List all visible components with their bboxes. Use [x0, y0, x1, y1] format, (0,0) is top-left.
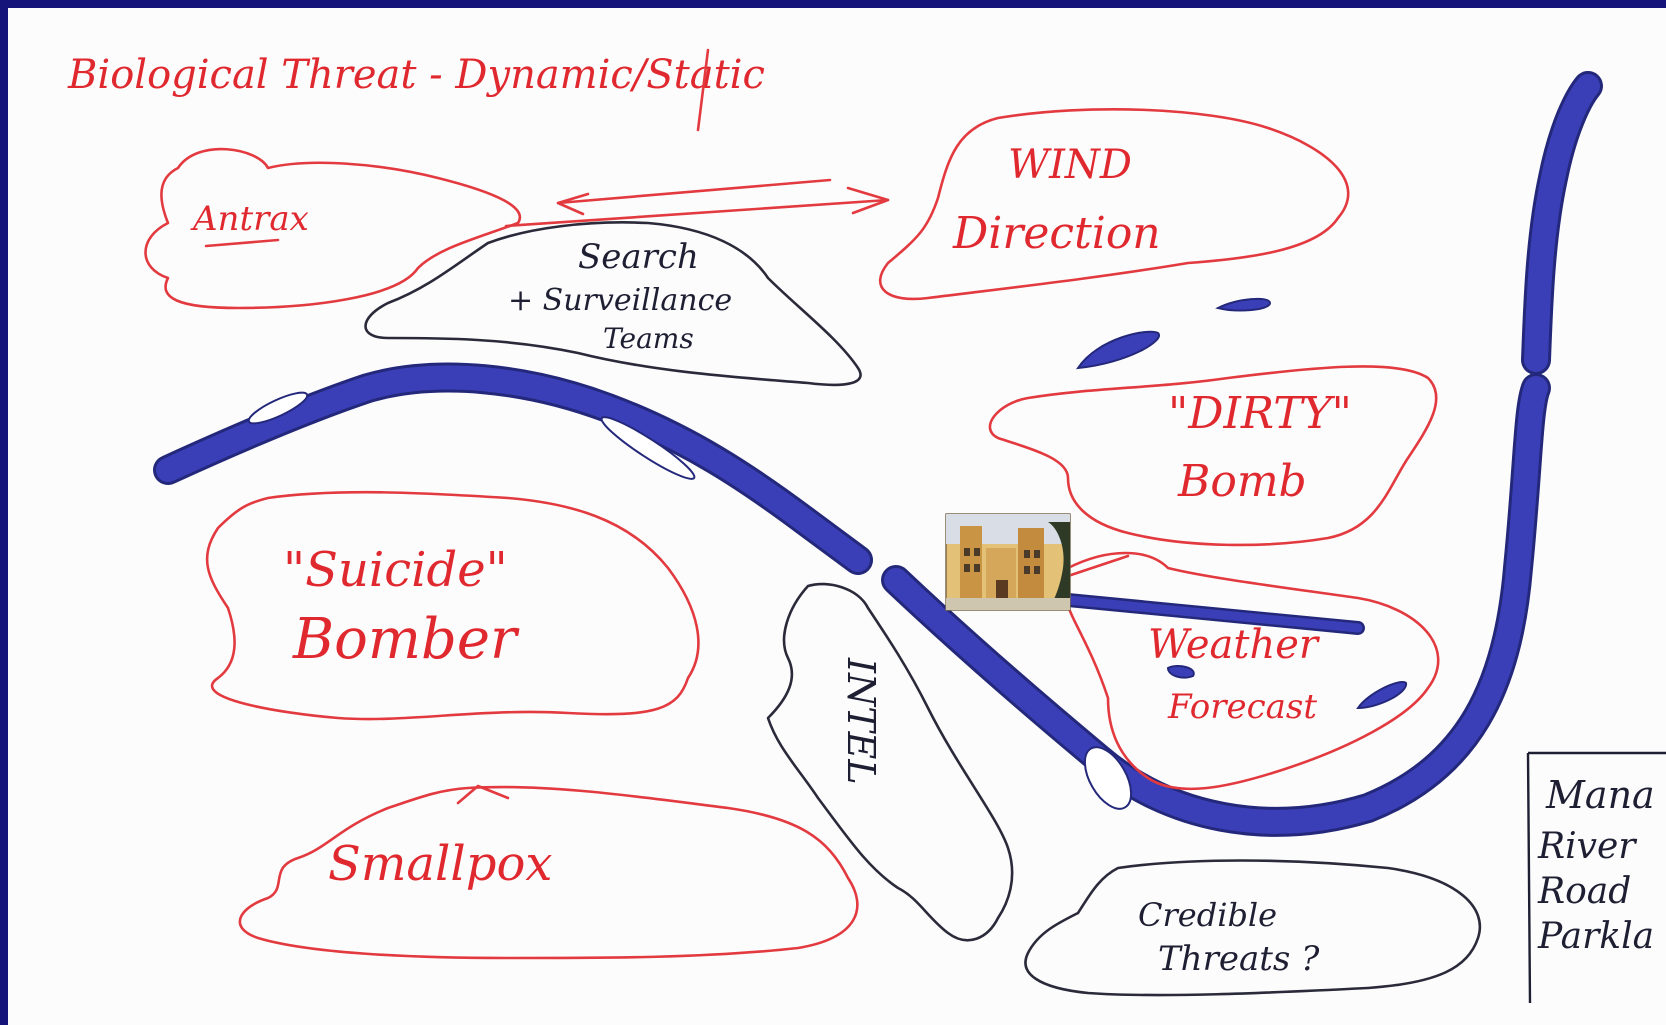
- lake: [1218, 299, 1270, 311]
- weather-label-line1: Weather: [1148, 622, 1321, 668]
- wind-label-line1: WIND: [1008, 142, 1132, 188]
- legend-left-border: [1528, 753, 1530, 1003]
- intel-label: INTEL: [839, 657, 883, 785]
- suicide-bomber-label-line2: Bomber: [292, 607, 520, 672]
- double-arrow: [506, 180, 888, 226]
- smallpox-label: Smallpox: [328, 836, 552, 892]
- arrow-line: [506, 200, 888, 226]
- wind-label-line2: Direction: [952, 208, 1161, 259]
- antrax-underline: [206, 240, 278, 246]
- arrow-head-left: [558, 194, 588, 214]
- suicide-bomber-label-line1: "Suicide": [283, 542, 508, 598]
- credible-label-line2: Threats ?: [1158, 939, 1320, 979]
- weather-label-line2: Forecast: [1167, 687, 1317, 727]
- sketch-paper: Biological Threat - Dynamic/Static Antra…: [8, 8, 1666, 1025]
- search-label-line1: Search: [578, 237, 699, 277]
- antrax-label: Antrax: [190, 199, 309, 239]
- weather-forecast-bubble: [1064, 553, 1438, 789]
- search-label-line3: Teams: [603, 322, 694, 355]
- palace-photo-icon: [946, 514, 1070, 610]
- dirty-bomb-label-line1: "DIRTY": [1168, 388, 1352, 439]
- palace-pointer: [1068, 556, 1128, 576]
- search-label-line2: + Surveillance: [508, 283, 732, 318]
- arrow-line: [558, 180, 830, 203]
- threat-map-sketch: Biological Threat - Dynamic/Static Antra…: [8, 8, 1666, 1025]
- dirty-bomb-label-line2: Bomb: [1177, 456, 1307, 507]
- legend-line2: River: [1537, 826, 1637, 867]
- lake: [1358, 682, 1406, 708]
- legend: Mana River Road Parkla: [1528, 753, 1666, 1003]
- lake: [1078, 332, 1159, 368]
- credible-label-line1: Credible: [1138, 896, 1277, 934]
- legend-line3: Road: [1537, 871, 1631, 912]
- legend-line4: Parkla: [1537, 916, 1654, 957]
- wind-direction-bubble: [880, 109, 1348, 299]
- sketch-title: Biological Threat - Dynamic/Static: [67, 52, 765, 98]
- legend-line1: Mana: [1545, 773, 1655, 817]
- suicide-bomber-bubble: [207, 492, 698, 719]
